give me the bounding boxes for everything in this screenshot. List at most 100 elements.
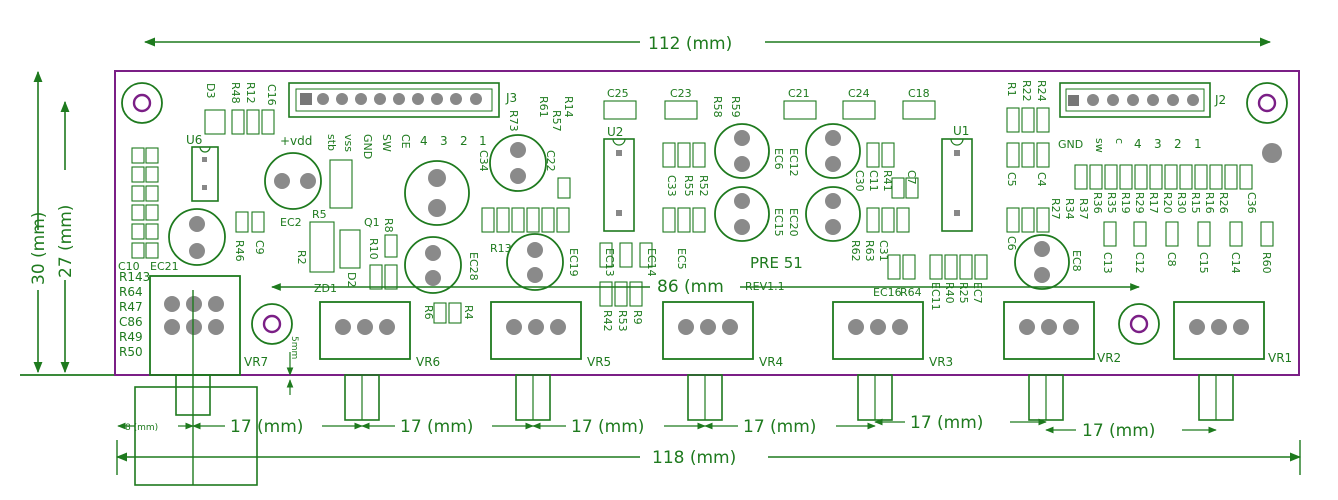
component-label: C30 [853, 170, 866, 192]
pot-vr4 [662, 301, 754, 421]
component-label: R41 [881, 170, 894, 192]
connector-j2-label: J2 [1214, 93, 1226, 107]
left-label: C86 [119, 315, 143, 329]
electrolytic-cap [404, 160, 470, 226]
component-label: R30 [1175, 192, 1188, 214]
component-label: C5 [1005, 172, 1018, 187]
component-label: R42 [601, 310, 614, 332]
component-label: C34 [477, 150, 490, 172]
component-label: R64 [900, 286, 922, 299]
component-label: R60 [1260, 252, 1273, 274]
ec-label: EC12 [787, 148, 800, 177]
j2-pin-label: 2 [1174, 137, 1182, 151]
pot-vr5 [490, 301, 582, 421]
dim-pitch-label: 17 (mm) [571, 417, 644, 437]
component-label: R34 [1063, 198, 1076, 220]
chip-u2 [603, 138, 635, 232]
component-label: R2 [295, 250, 308, 265]
j3-pin-label: 1 [479, 134, 487, 148]
dim-pitch-lines [117, 418, 1217, 434]
ec-label: EC20 [787, 208, 800, 237]
left-label: R143 [119, 270, 150, 284]
dim-left-offset-label: 8 (mm) [125, 423, 158, 433]
component-label: R29 [1133, 192, 1146, 214]
mounting-hole [121, 82, 163, 124]
pot-label: VR4 [759, 355, 783, 369]
dim-pitch-label: 17 (mm) [230, 417, 303, 437]
j3-pin-label: 3 [440, 134, 448, 148]
component-label: R57 [550, 110, 563, 132]
component-label: R6 [422, 305, 435, 320]
dim-pitch-label: 17 (mm) [910, 413, 983, 433]
j3-pin-label: SW [380, 134, 393, 152]
dim-pitch-label: 17 (mm) [400, 417, 473, 437]
dim-pitch-label: 17 (mm) [743, 417, 816, 437]
board-name: PRE 51 [750, 254, 803, 272]
ec-label: EC19 [567, 248, 580, 277]
component-label: D3 [204, 83, 217, 98]
component-label: EC7 [971, 282, 984, 304]
j3-pin-label: vss [342, 134, 355, 152]
component-label: R52 [697, 175, 710, 197]
component-label: R36 [1091, 192, 1104, 214]
component-label: R4 [462, 305, 475, 320]
component-label: R63 [863, 240, 876, 262]
component-label: R48 [229, 82, 242, 104]
component-label: C11 [867, 170, 880, 192]
component-label: R13 [490, 242, 512, 255]
cap-label: C21 [788, 87, 810, 100]
ec-label: EC8 [1070, 250, 1083, 272]
ec-label: EC21 [150, 260, 179, 273]
component-label: R19 [1119, 192, 1132, 214]
component-label: R1 [1005, 82, 1018, 97]
terminal-left [149, 275, 241, 376]
ec-label: EC15 [772, 208, 785, 237]
pot-vr3 [832, 301, 924, 421]
component-label: R46 [233, 240, 246, 262]
component-label: R24 [1035, 80, 1048, 102]
dim-top-width-label: 112 (mm) [648, 34, 732, 54]
component-label: R59 [729, 96, 742, 118]
ec-label: EC2 [280, 216, 302, 229]
component-label: D2 [345, 272, 358, 287]
component-label: ZD1 [314, 282, 337, 295]
component-label: C9 [253, 240, 266, 255]
dim-height-outer-label: 30 (mm) [29, 212, 49, 285]
component-label: R73 [507, 110, 520, 132]
chip-u1 [941, 138, 973, 232]
component-label: C6 [1005, 236, 1018, 251]
pot-label: VR7 [244, 355, 268, 369]
component-label: R20 [1161, 192, 1174, 214]
pot-vr2 [1003, 301, 1095, 421]
cap-label: C25 [607, 87, 629, 100]
test-pad [1262, 143, 1282, 163]
component-label: C12 [1133, 252, 1146, 274]
cap-label: C16 [265, 84, 278, 106]
j3-pin-label: 2 [460, 134, 468, 148]
component-label: C33 [665, 175, 678, 197]
component-label: R14 [562, 96, 575, 118]
pot-vr1 [1173, 301, 1265, 421]
cap-label: C18 [908, 87, 930, 100]
electrolytic-cap [805, 123, 861, 179]
j2-pin-label: 1 [1194, 137, 1202, 151]
mounting-hole [1118, 303, 1160, 345]
chip-u2-label: U2 [607, 125, 623, 139]
component-label: EC5 [675, 248, 688, 270]
j3-pin-label: 4 [420, 134, 428, 148]
connector-j3 [288, 82, 500, 118]
pot-label: VR3 [929, 355, 953, 369]
component-label: R12 [244, 82, 257, 104]
ec-label: EC28 [467, 252, 480, 281]
component-label: R16 [1203, 192, 1216, 214]
pot-label: VR2 [1097, 351, 1121, 365]
component-label: R26 [1217, 192, 1230, 214]
component-label: R9 [631, 310, 644, 325]
j3-pin-label: +vdd [280, 134, 312, 148]
component-label: EC16 [873, 286, 902, 299]
component-label: EC13 [603, 248, 616, 277]
connector-j3-label: J3 [505, 91, 517, 105]
component-label: R25 [957, 282, 970, 304]
electrolytic-cap [714, 186, 770, 242]
